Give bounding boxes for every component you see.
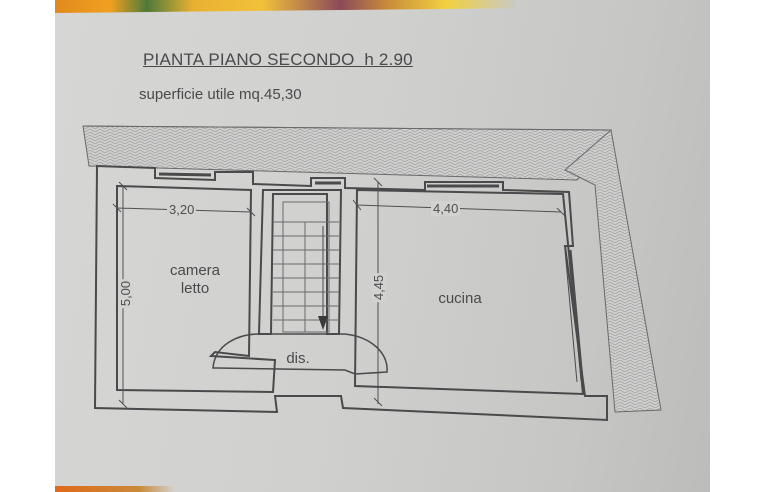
floor-plan-photo: PIANTA PIANO SECONDO h 2.90 superficie u… — [55, 0, 710, 492]
terrace-hatching — [82, 125, 662, 413]
background-fabric-bottom — [55, 486, 175, 492]
landing-outline — [212, 333, 388, 375]
staircase — [273, 201, 339, 333]
floor-plan-drawing — [82, 125, 662, 422]
stair-arrow-icon — [318, 316, 328, 330]
room-label-dis: dis. — [286, 350, 310, 367]
room-label-camera-line2: letto — [180, 280, 210, 297]
room-label-camera-line1: camera — [169, 262, 221, 279]
plan-title: PIANTA PIANO SECONDO h 2.90 — [143, 50, 413, 69]
dim-cucina-height: 4,45 — [371, 272, 387, 303]
plan-subtitle: superficie utile mq.45,30 — [139, 86, 302, 103]
walls — [93, 164, 608, 422]
dim-cucina-width: 4,40 — [431, 201, 461, 216]
dim-camera-height: 5,00 — [118, 278, 134, 309]
dim-camera-width: 3,20 — [167, 202, 197, 217]
room-label-cucina: cucina — [438, 290, 482, 307]
room-label-camera: camera letto — [155, 262, 235, 298]
